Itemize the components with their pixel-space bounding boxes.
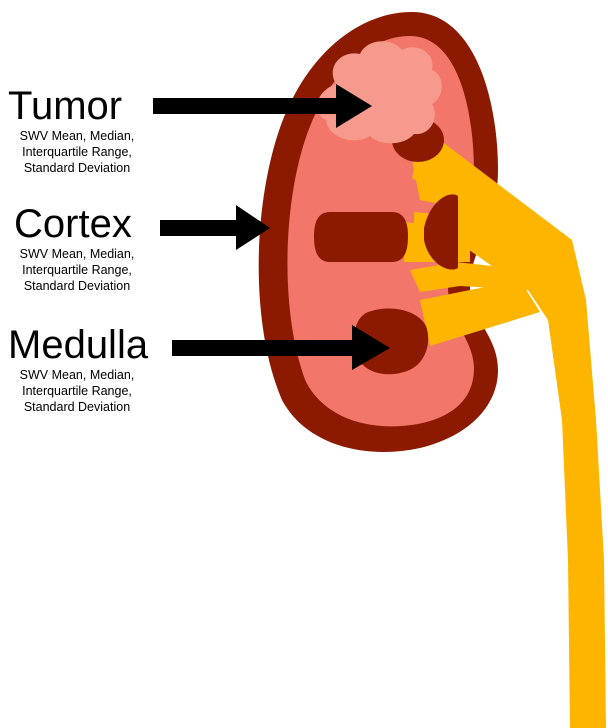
medulla-label: Medulla SWV Mean, Median, Interquartile …: [2, 323, 152, 415]
medulla-desc-line-3: Standard Deviation: [2, 399, 152, 415]
tumor-desc-line-3: Standard Deviation: [2, 160, 152, 176]
tumor-arrow: [153, 84, 372, 128]
medulla-title: Medulla: [2, 323, 152, 367]
cortex-desc-line-1: SWV Mean, Median,: [2, 246, 152, 262]
tumor-title: Tumor: [2, 84, 152, 128]
medulla-pyramid-middle: [314, 212, 408, 262]
cortex-label: Cortex SWV Mean, Median, Interquartile R…: [2, 202, 152, 294]
cortex-arrow: [160, 205, 270, 250]
cortex-desc-line-3: Standard Deviation: [2, 278, 152, 294]
cortex-desc-line-2: Interquartile Range,: [2, 262, 152, 278]
tumor-label: Tumor SWV Mean, Median, Interquartile Ra…: [2, 84, 152, 176]
medulla-desc-line-2: Interquartile Range,: [2, 383, 152, 399]
medulla-desc-line-1: SWV Mean, Median,: [2, 367, 152, 383]
cortex-title: Cortex: [2, 202, 152, 246]
tumor-desc-line-2: Interquartile Range,: [2, 144, 152, 160]
tumor-desc-line-1: SWV Mean, Median,: [2, 128, 152, 144]
